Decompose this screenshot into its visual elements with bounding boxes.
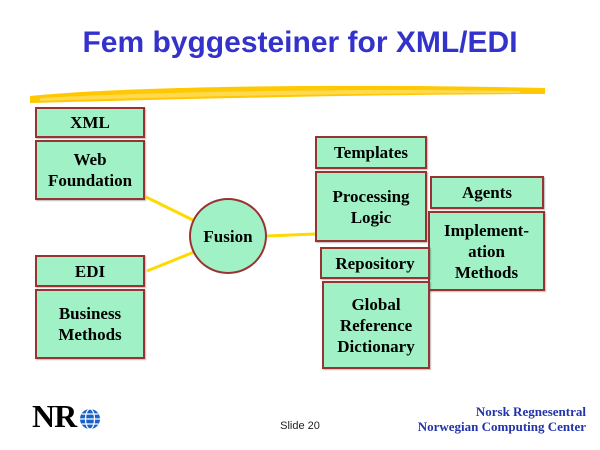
- box-xml: XML: [35, 107, 145, 138]
- box-global-reference-dictionary: Global Reference Dictionary: [322, 281, 430, 369]
- nr-logo-text: NR: [32, 398, 77, 434]
- fusion-circle: Fusion: [189, 198, 267, 274]
- connector-line-edi-fusion: [146, 248, 200, 273]
- organization-name: Norsk Regnesentral Norwegian Computing C…: [418, 404, 586, 434]
- box-templates: Templates: [315, 136, 427, 169]
- organization-name-english: Norwegian Computing Center: [417, 419, 586, 434]
- slide-title: Fem byggesteiner for XML/EDI: [82, 26, 518, 59]
- box-business-methods: Business Methods: [35, 289, 145, 359]
- nr-logo: NR: [32, 398, 102, 435]
- globe-icon: [80, 407, 101, 430]
- box-implementation-methods: Implement- ation Methods: [428, 211, 545, 291]
- connector-line-fusion-processinglogic: [266, 232, 316, 238]
- box-processing-logic: Processing Logic: [315, 171, 427, 242]
- box-web-foundation: Web Foundation: [35, 140, 145, 200]
- organization-name-norwegian: Norsk Regnesentral: [475, 404, 586, 419]
- box-repository: Repository: [320, 247, 430, 279]
- title-underline-brush-highlight: [40, 89, 520, 101]
- box-edi: EDI: [35, 255, 145, 287]
- box-agents: Agents: [430, 176, 544, 209]
- slide-number: Slide 20: [280, 420, 320, 432]
- connector-line-webfoundation-fusion: [145, 195, 200, 225]
